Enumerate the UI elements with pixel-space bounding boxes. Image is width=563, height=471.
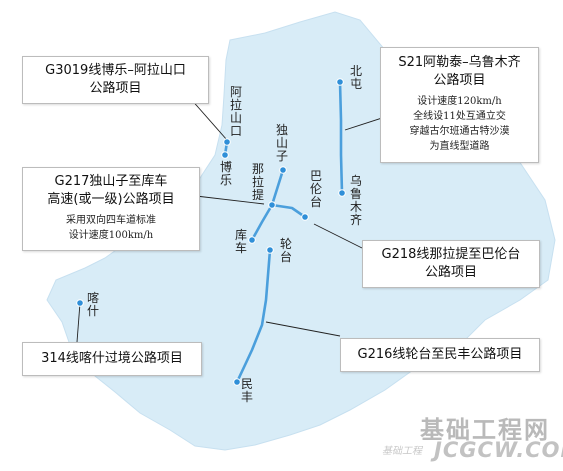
dot-nalati bbox=[268, 201, 276, 209]
route-g218 bbox=[270, 203, 307, 219]
project-box-g3019: G3019线博乐–阿拉山口 公路项目 bbox=[22, 56, 209, 104]
watermark-small: 基础工程 bbox=[382, 446, 422, 457]
dot-urumqi bbox=[338, 189, 346, 197]
dot-kuche bbox=[248, 236, 256, 244]
project-box-g218: G218线那拉提至巴伦台 公路项目 bbox=[362, 240, 540, 288]
place-label-baluntai: 巴伦台 bbox=[309, 169, 322, 209]
place-label-kashi: 喀什 bbox=[86, 291, 99, 318]
place-label-minfeng: 民丰 bbox=[240, 377, 253, 404]
project-desc-g217: 采用双向四车道标准 设计速度100km/h bbox=[66, 215, 156, 241]
routes bbox=[223, 80, 344, 384]
leader-l314 bbox=[76, 302, 81, 343]
route-s21 bbox=[338, 80, 344, 195]
place-label-urumqi: 乌鲁木齐 bbox=[349, 174, 362, 227]
project-box-g216: G216线轮台至民丰公路项目 bbox=[340, 338, 540, 372]
leader-g217 bbox=[195, 195, 265, 205]
leader-s21 bbox=[344, 116, 386, 131]
project-box-l314: 314线喀什过境公路项目 bbox=[22, 342, 202, 376]
place-label-beitun: 北屯 bbox=[349, 64, 362, 91]
project-title-l314: 314线喀什过境公路项目 bbox=[41, 351, 183, 366]
place-label-nalati: 那拉提 bbox=[251, 162, 264, 202]
dot-kashi bbox=[76, 299, 84, 307]
place-label-kuche: 库车 bbox=[234, 228, 247, 255]
watermark-url: JCGCW.COM bbox=[434, 438, 563, 462]
project-title-g217: G217独山子至库车 高速(或一级)公路项目 bbox=[47, 174, 175, 207]
dot-alashankou bbox=[223, 138, 231, 146]
dot-beitun bbox=[336, 78, 344, 86]
dot-dushanzi bbox=[279, 166, 287, 174]
place-label-bole: 博乐 bbox=[219, 160, 232, 187]
project-title-g3019: G3019线博乐–阿拉山口 公路项目 bbox=[45, 63, 186, 96]
dot-luntai bbox=[266, 246, 274, 254]
city-dots bbox=[76, 78, 346, 386]
dot-bole bbox=[221, 151, 229, 159]
leader-lines bbox=[76, 97, 386, 343]
place-label-alashankou: 阿拉山口 bbox=[229, 85, 242, 138]
leader-g216 bbox=[265, 321, 341, 337]
project-title-s21: S21阿勒泰–乌鲁木齐 公路项目 bbox=[398, 55, 521, 88]
project-desc-s21: 设计速度120km/h 全线设11处互通立交 穿越古尔班通古特沙漠 为直线型道路 bbox=[409, 96, 510, 152]
project-box-g217: G217独山子至库车 高速(或一级)公路项目 采用双向四车道标准 设计速度100… bbox=[22, 167, 200, 251]
project-title-g218: G218线那拉提至巴伦台 公路项目 bbox=[381, 247, 521, 280]
leader-g218 bbox=[313, 223, 363, 249]
watermark-main: 基础工程网 bbox=[420, 416, 550, 444]
project-title-g216: G216线轮台至民丰公路项目 bbox=[357, 347, 523, 362]
place-label-dushanzi: 独山子 bbox=[275, 123, 288, 163]
dot-baluntai bbox=[301, 213, 309, 221]
route-g217 bbox=[250, 168, 285, 242]
project-box-s21: S21阿勒泰–乌鲁木齐 公路项目 设计速度120km/h 全线设11处互通立交 … bbox=[380, 47, 539, 163]
route-g216 bbox=[235, 248, 272, 384]
dot-minfeng bbox=[233, 378, 241, 386]
place-label-luntai: 轮台 bbox=[279, 237, 292, 264]
leader-g3019 bbox=[189, 97, 228, 141]
